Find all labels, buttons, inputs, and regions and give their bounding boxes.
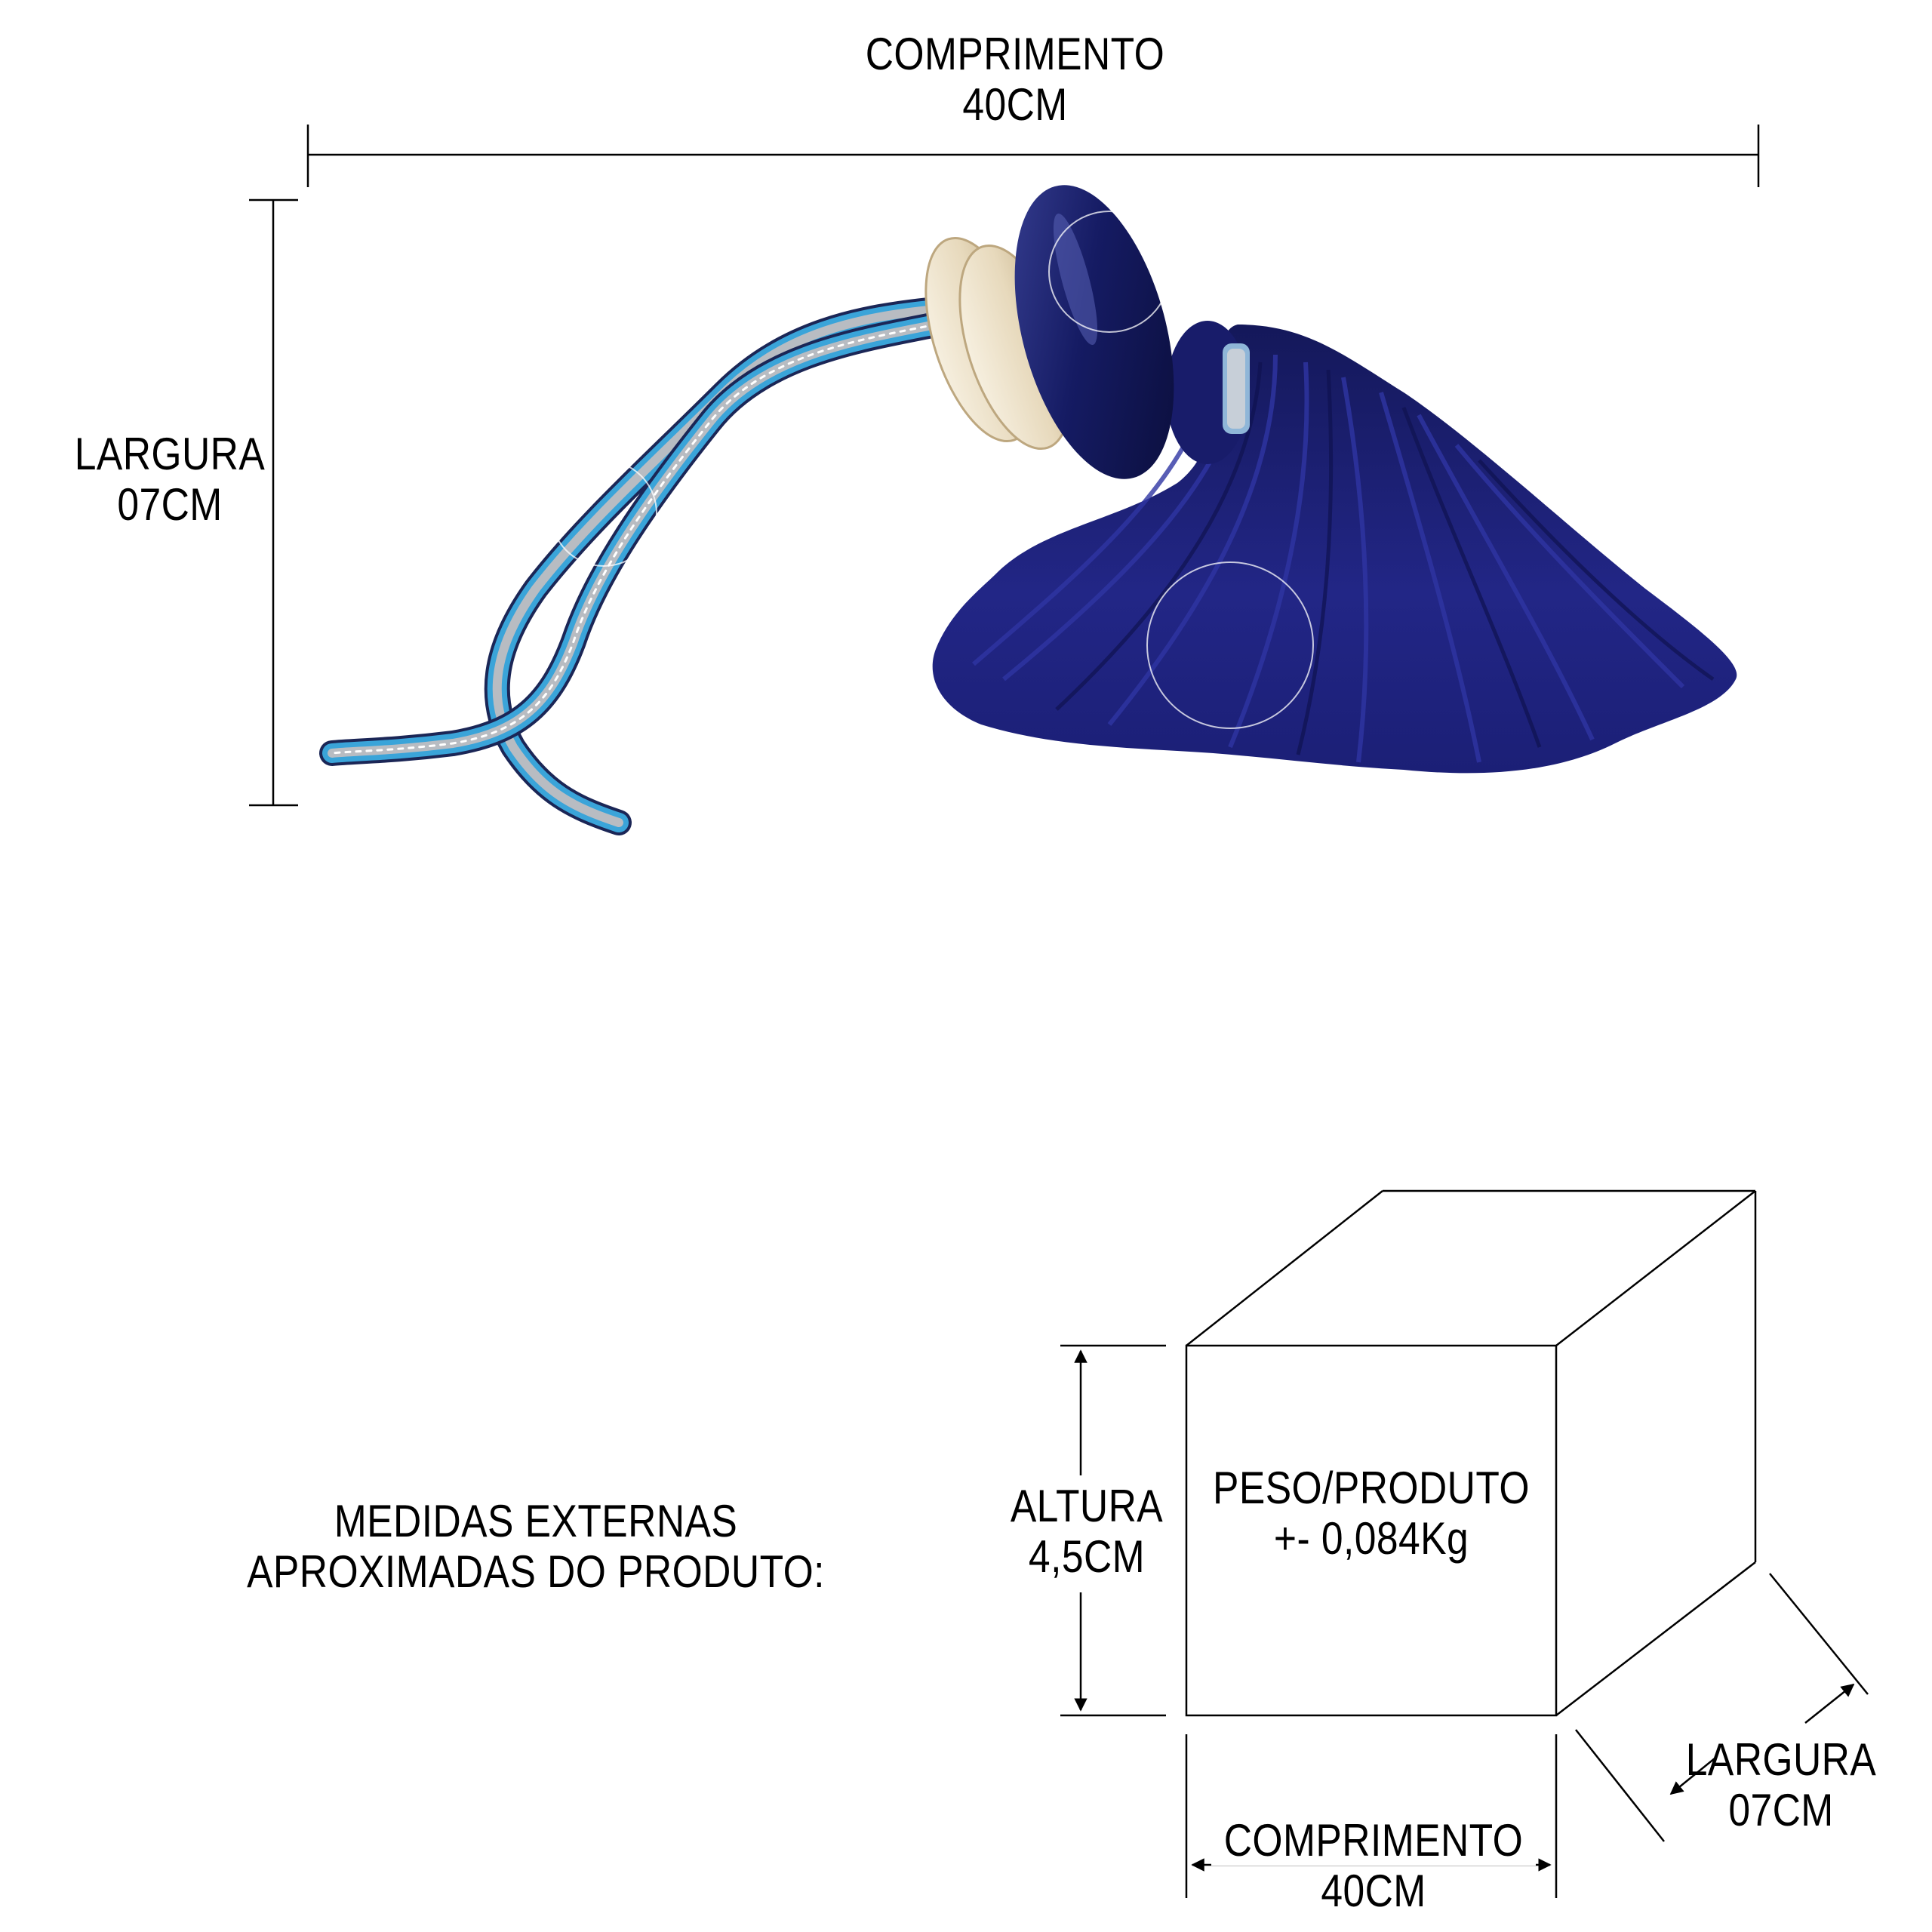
tassel-illustration	[932, 321, 1737, 774]
package-heading: MEDIDAS EXTERNAS APROXIMADAS DO PRODUTO:	[192, 1496, 880, 1597]
height-title: ALTURA	[1010, 1481, 1164, 1531]
ceramic-beads-illustration	[924, 185, 1174, 479]
bottom-width-dimension-line	[1575, 1573, 1869, 1842]
height-label: ALTURA 4,5CM	[995, 1481, 1178, 1583]
bottom-length-title: COMPRIMENTO	[1211, 1815, 1536, 1866]
bottom-length-label: COMPRIMENTO 40CM	[1211, 1815, 1536, 1916]
product-photo	[319, 185, 1737, 835]
bottom-width-title: LARGURA	[1685, 1734, 1877, 1785]
top-width-value: 07CM	[117, 479, 223, 531]
top-length-label: COMPRIMENTO 40CM	[820, 29, 1210, 130]
height-dimension-line	[1060, 1344, 1166, 1717]
package-heading-line2: APROXIMADAS DO PRODUTO:	[247, 1546, 825, 1598]
package-box-drawing	[1185, 1189, 1757, 1717]
top-width-title: LARGURA	[74, 429, 266, 479]
bottom-length-value: 40CM	[1321, 1866, 1426, 1917]
weight-value: +- 0,084Kg	[1273, 1513, 1469, 1564]
top-length-value: 40CM	[962, 79, 1068, 131]
weight-title: PESO/PRODUTO	[1213, 1463, 1530, 1513]
package-heading-line1: MEDIDAS EXTERNAS	[334, 1496, 738, 1546]
bottom-width-label: LARGURA 07CM	[1677, 1734, 1884, 1835]
bottom-width-value: 07CM	[1728, 1785, 1834, 1836]
height-value: 4,5CM	[1028, 1531, 1146, 1583]
weight-label: PESO/PRODUTO +- 0,084Kg	[1212, 1463, 1530, 1564]
top-length-title: COMPRIMENTO	[865, 29, 1165, 79]
top-length-dimension-line	[306, 125, 1760, 187]
left-width-dimension-line	[249, 198, 298, 807]
ribbon-illustration	[319, 297, 949, 835]
top-width-label: LARGURA 07CM	[50, 429, 290, 530]
watermark-logo	[550, 211, 1314, 729]
